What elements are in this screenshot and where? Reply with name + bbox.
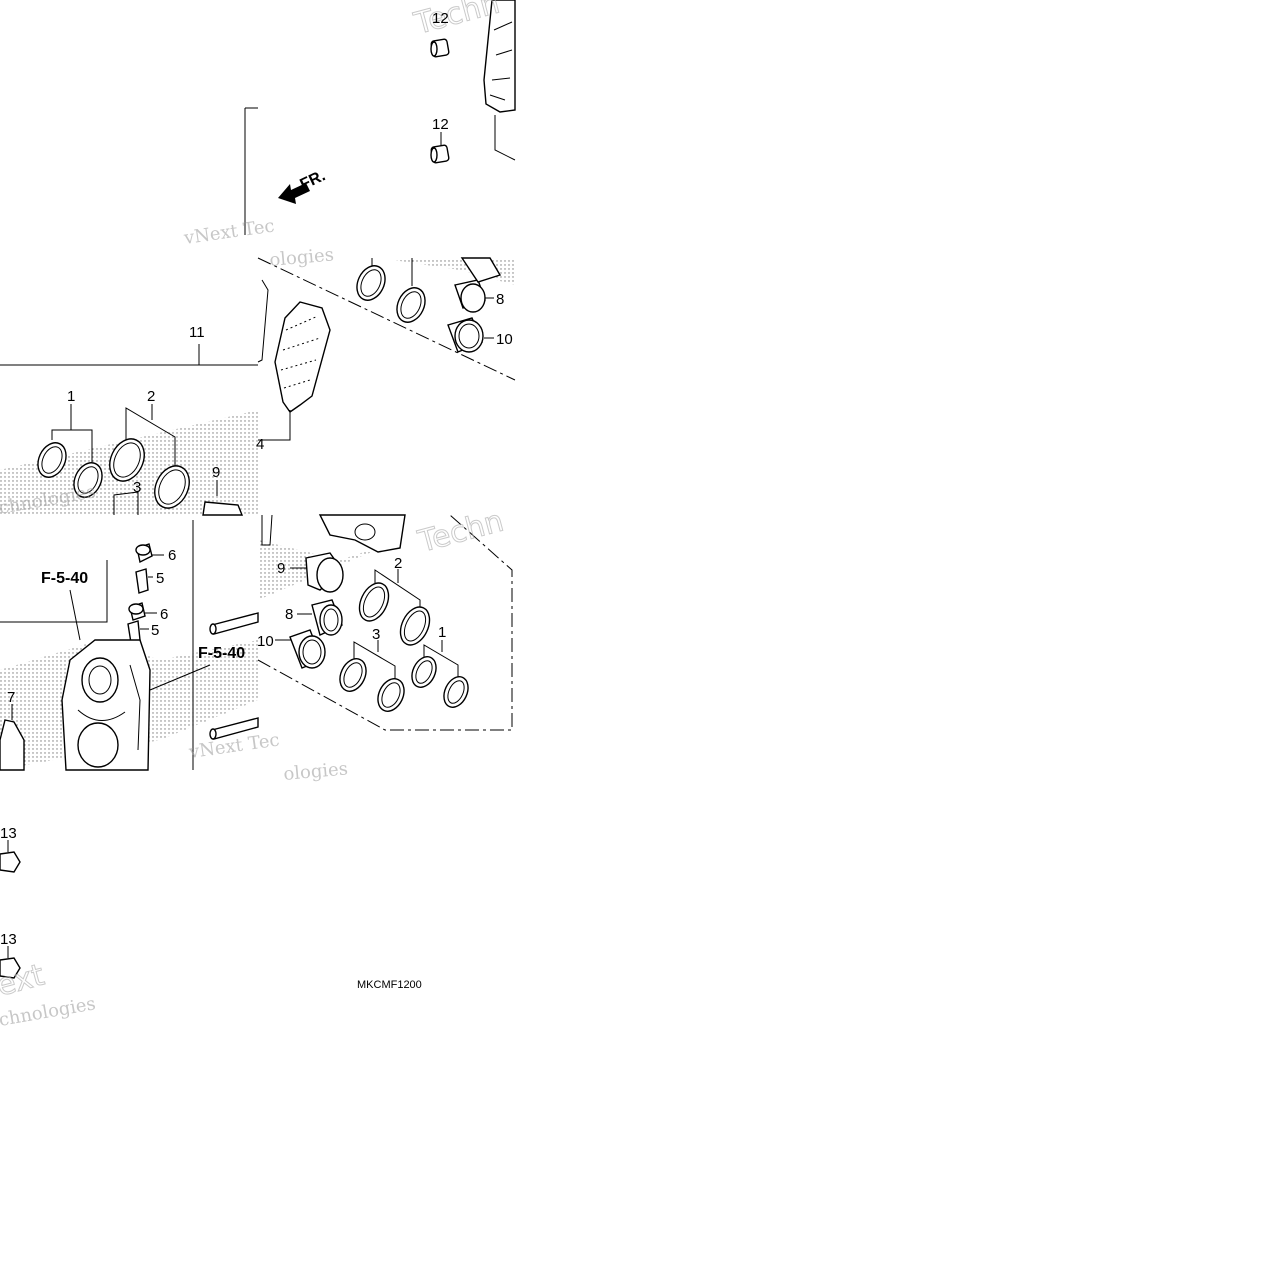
seal-pair-upper-right (356, 258, 426, 323)
pin-12-upper (430, 38, 450, 58)
ref-label-f-5-40: F-5-40 (41, 570, 88, 587)
drawing-code: MKCMF1200 (357, 979, 422, 991)
seal-1-pair-a (37, 404, 103, 498)
pin-12-lower (430, 144, 450, 164)
bleeder-valve-5a (135, 568, 153, 594)
callout-9: 9 (277, 560, 285, 577)
callout-3: 3 (372, 626, 380, 643)
callout-11: 11 (189, 324, 205, 341)
piston-9-left (202, 480, 244, 516)
ref-label-f-5-40: F-5-40 (198, 645, 245, 662)
callout-3: 3 (133, 479, 141, 496)
callout-8: 8 (496, 291, 504, 308)
callout-6: 6 (160, 606, 168, 623)
bleeder-cap-6b (128, 602, 157, 621)
callout-2: 2 (394, 555, 402, 572)
front-arrow-icon (278, 183, 310, 204)
callout-8: 8 (285, 606, 293, 623)
pad-pin-lower (209, 717, 259, 740)
callout-10: 10 (257, 633, 274, 650)
callout-13: 13 (0, 931, 17, 948)
brake-pad-7 (0, 704, 25, 771)
watermark-text: ologies (283, 758, 349, 785)
watermark-text: ologies (269, 244, 335, 271)
callout-5: 5 (151, 622, 159, 639)
callout-12: 12 (432, 10, 449, 27)
piston-10-upper (447, 317, 494, 353)
caliper-body-lower (61, 639, 151, 771)
piston-9-right (290, 552, 344, 593)
front-marker-label: FR. (298, 167, 329, 193)
watermark-text: Techn (414, 504, 507, 560)
caliper-body-top-fragment (483, 0, 516, 161)
seal-1-pair-b (411, 640, 469, 708)
pad-pin-upper (209, 612, 259, 635)
callout-10: 10 (496, 331, 513, 348)
bolt-13-lower (0, 946, 21, 979)
callout-6: 6 (168, 547, 176, 564)
brake-pad-4 (257, 279, 331, 441)
bolt-13-upper (0, 840, 21, 873)
piston-10-right (275, 629, 326, 669)
watermark-text: vNext Tec (187, 729, 281, 763)
callout-7: 7 (7, 689, 15, 706)
piston-8-right (297, 599, 343, 636)
callout-4: 4 (256, 436, 264, 453)
callout-5: 5 (156, 570, 164, 587)
seal-2-pair-a (109, 404, 190, 509)
callout-12: 12 (432, 116, 449, 133)
callout-13: 13 (0, 825, 17, 842)
callout-9: 9 (212, 464, 220, 481)
seal-3-pair-b (339, 640, 405, 712)
callout-1: 1 (67, 388, 75, 405)
callout-1: 1 (438, 624, 446, 641)
watermark-text: vNext Tec (182, 215, 276, 249)
caliper-body-right (261, 514, 406, 553)
seal-2-pair-b (358, 569, 431, 646)
bleeder-cap-6a (135, 543, 164, 564)
piston-8-upper (454, 257, 502, 313)
callout-2: 2 (147, 388, 155, 405)
